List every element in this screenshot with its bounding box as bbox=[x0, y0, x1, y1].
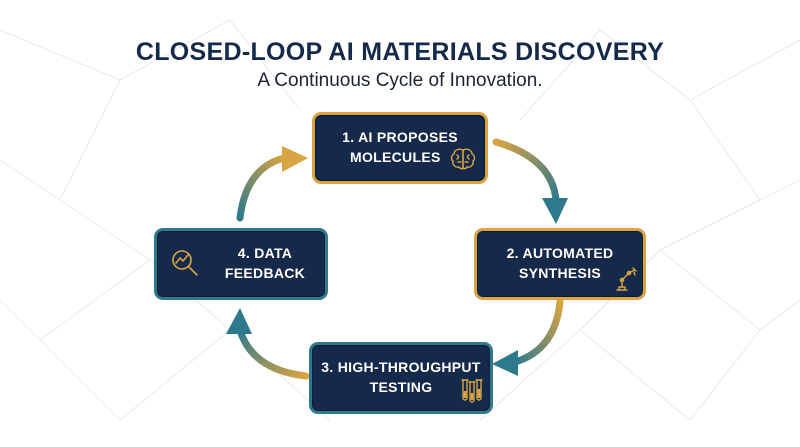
step-2-line1: 2. AUTOMATED bbox=[506, 245, 614, 261]
arrow-4-to-1 bbox=[236, 146, 308, 222]
step-4-box: 4. DATA FEEDBACK bbox=[154, 228, 328, 300]
arrow-3-to-4 bbox=[226, 308, 310, 380]
brain-icon bbox=[450, 148, 476, 170]
diagram-title: CLOSED-LOOP AI MATERIALS DISCOVERY bbox=[135, 38, 665, 66]
step-3-line2: TESTING bbox=[369, 379, 433, 395]
robot-arm-icon bbox=[616, 267, 637, 291]
step-3-box: 3. HIGH-THROUGHPUT TESTING bbox=[309, 342, 493, 414]
diagram-subtitle: A Continuous Cycle of Innovation. bbox=[257, 70, 543, 91]
test-tubes-icon bbox=[461, 379, 483, 403]
step-2-line2: SYNTHESIS bbox=[518, 265, 602, 281]
step-2-box: 2. AUTOMATED SYNTHESIS bbox=[474, 228, 646, 300]
magnifier-chart-icon bbox=[172, 250, 198, 276]
step-4-line1: 4. DATA bbox=[237, 245, 293, 261]
step-1-box: 1. AI PROPOSES MOLECULES bbox=[312, 112, 488, 184]
step-1-line2: MOLECULES bbox=[350, 149, 441, 165]
step-4-line2: FEEDBACK bbox=[224, 265, 306, 281]
step-3-line1: 3. HIGH-THROUGHPUT bbox=[321, 359, 481, 375]
step-1-line1: 1. AI PROPOSES bbox=[342, 129, 458, 145]
arrow-2-to-3 bbox=[492, 298, 564, 376]
arrow-1-to-2 bbox=[492, 138, 568, 224]
